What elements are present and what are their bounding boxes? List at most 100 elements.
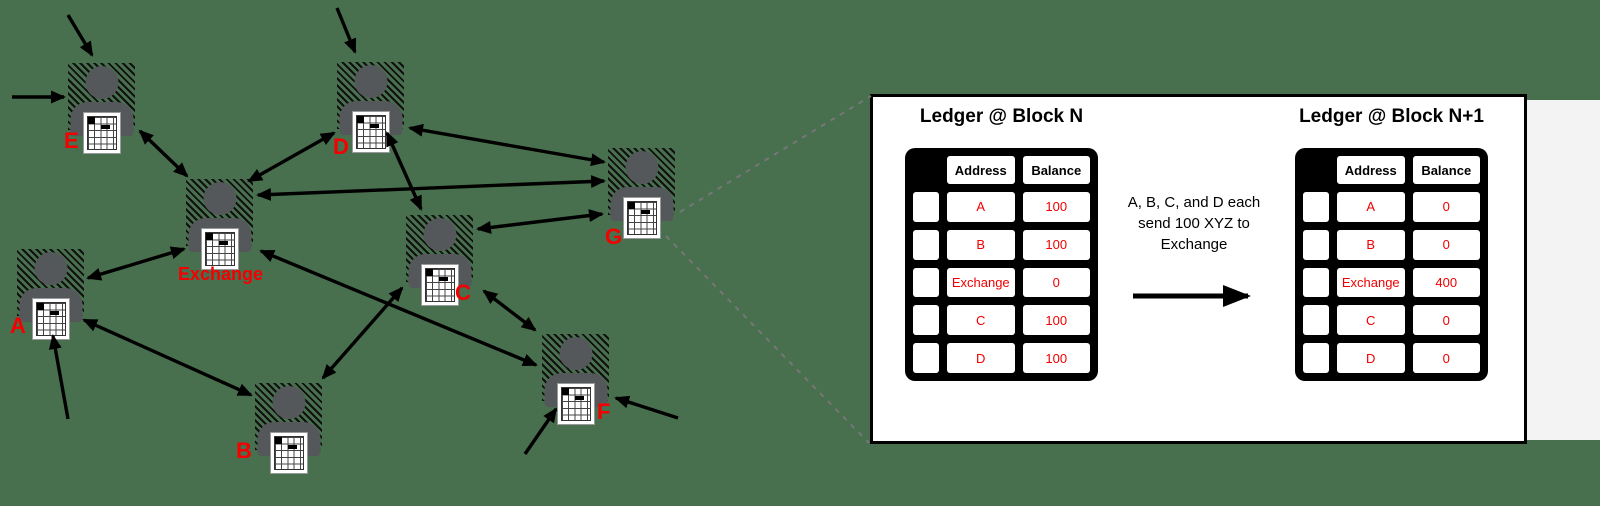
person-icon-head	[85, 66, 118, 99]
row-index-cell	[1303, 343, 1329, 373]
person-icon-head	[272, 386, 305, 419]
balance-cell: 0	[1412, 192, 1480, 222]
ledger-icon	[557, 383, 595, 425]
address-cell: C	[1337, 305, 1405, 336]
node-D	[337, 62, 404, 153]
ledger-icon-grid	[274, 436, 304, 470]
balance-cell: 0	[1412, 343, 1480, 373]
person-icon-head	[559, 337, 592, 370]
background-sheet	[1527, 100, 1600, 440]
node-label-D: D	[333, 134, 349, 159]
into-e-top	[66, 14, 94, 57]
ledger-icon-corner-cell	[206, 233, 213, 240]
node-label-F: F	[597, 399, 611, 424]
address-cell: A	[1337, 192, 1405, 222]
e-exchange	[138, 129, 189, 178]
balance-cell: 100	[1022, 305, 1090, 336]
address-cell: Exchange	[1337, 267, 1405, 298]
node-label-B: B	[236, 438, 252, 463]
transition-description-line: send 100 XYZ to	[1138, 215, 1250, 232]
into-f-bottomleft	[523, 407, 558, 455]
c-g	[476, 209, 604, 234]
node-E	[68, 63, 135, 154]
ledger-icon-dash	[439, 277, 448, 281]
address-cell: D	[947, 343, 1015, 373]
address-cell: Exchange	[947, 267, 1015, 298]
row-index-cell	[1303, 229, 1329, 260]
person-icon-head	[354, 65, 387, 98]
row-index-cell	[913, 343, 939, 373]
ledger-icon-grid	[425, 268, 455, 302]
address-cell: B	[1337, 229, 1405, 260]
address-cell: B	[947, 229, 1015, 260]
node-C	[406, 215, 473, 306]
exchange-f	[259, 249, 538, 367]
node-F	[542, 334, 609, 425]
ledger-icon-grid	[87, 116, 117, 150]
balance-cell: 0	[1412, 305, 1480, 336]
balance-cell: 400	[1412, 267, 1480, 298]
ledger-icon	[270, 432, 308, 474]
node-label-Exchange: Exchange	[178, 264, 264, 284]
ledger-icon-dash	[219, 241, 228, 245]
node-label-G: G	[605, 224, 623, 249]
person-icon-head	[203, 182, 236, 215]
header-cell-balance: Balance	[1412, 156, 1480, 184]
d-c	[385, 131, 423, 211]
header-cell-address: Address	[947, 156, 1015, 184]
into-d-top	[335, 7, 357, 54]
transition-description-line: Exchange	[1160, 236, 1228, 253]
ledger-icon-corner-cell	[88, 117, 95, 124]
ledger-icon-dash	[288, 445, 297, 449]
ledger-icon-corner-cell	[357, 116, 364, 123]
into-f-right	[614, 395, 679, 420]
balance-cell: 100	[1022, 192, 1090, 222]
header-corner-cell	[1303, 156, 1329, 184]
person-icon-head	[34, 252, 67, 285]
ledger-icon-grid	[36, 302, 66, 336]
balance-cell: 100	[1022, 343, 1090, 373]
person-icon-head	[423, 218, 456, 251]
into-a-bottom	[48, 334, 70, 420]
ledger-icon-corner-cell	[37, 303, 44, 310]
node-label-E: E	[64, 128, 79, 153]
ledger-icon-corner-cell	[628, 202, 635, 209]
row-index-cell	[1303, 192, 1329, 222]
exchange-g	[256, 175, 606, 201]
ledger-icon	[421, 264, 459, 306]
address-cell: A	[947, 192, 1015, 222]
ledger-icon-corner-cell	[562, 388, 569, 395]
ledger-icon	[201, 228, 239, 270]
row-index-cell	[1303, 267, 1329, 298]
b-c	[321, 286, 404, 380]
ledger-icon-dash	[575, 396, 584, 400]
ledger-icon-dash	[101, 125, 110, 129]
table-title-1: Ledger @ Block N+1	[1299, 106, 1484, 127]
row-index-cell	[913, 229, 939, 260]
node-A	[17, 249, 84, 340]
node-label-C: C	[455, 280, 471, 305]
ledger-icon	[32, 298, 70, 340]
balance-cell: 100	[1022, 229, 1090, 260]
ledger-icon-dash	[370, 124, 379, 128]
node-label-A: A	[10, 313, 26, 338]
address-cell: D	[1337, 343, 1405, 373]
row-index-cell	[1303, 305, 1329, 336]
balance-cell: 0	[1022, 267, 1090, 298]
balance-cell: 0	[1412, 229, 1480, 260]
ledger-icon-grid	[356, 115, 386, 149]
node-B	[255, 383, 322, 474]
ledger-icon-grid	[561, 387, 591, 421]
address-cell: C	[947, 305, 1015, 336]
ledger-icon	[623, 197, 661, 239]
d-g	[408, 123, 606, 167]
callout-line-top	[679, 95, 872, 213]
ledger-icon	[352, 111, 390, 153]
ledger-icon-corner-cell	[275, 437, 282, 444]
ledger-icon-grid	[205, 232, 235, 266]
c-f	[482, 289, 537, 332]
table-title-0: Ledger @ Block N	[919, 106, 1084, 127]
header-cell-balance: Balance	[1022, 156, 1090, 184]
